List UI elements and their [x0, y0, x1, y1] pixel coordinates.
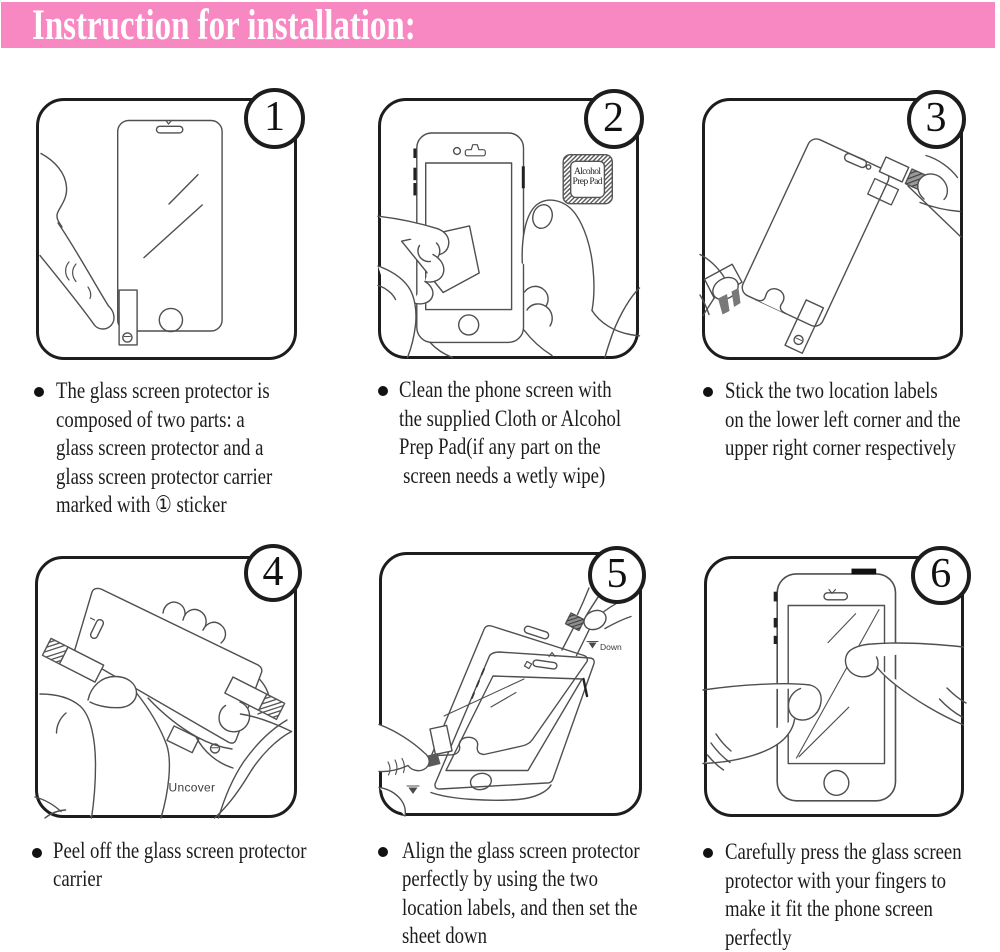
svg-text:Down: Down — [600, 642, 622, 652]
svg-text:Uncover: Uncover — [169, 781, 216, 795]
svg-text:Prep Pad: Prep Pad — [573, 177, 603, 187]
svg-text:Alcohol: Alcohol — [574, 167, 601, 177]
